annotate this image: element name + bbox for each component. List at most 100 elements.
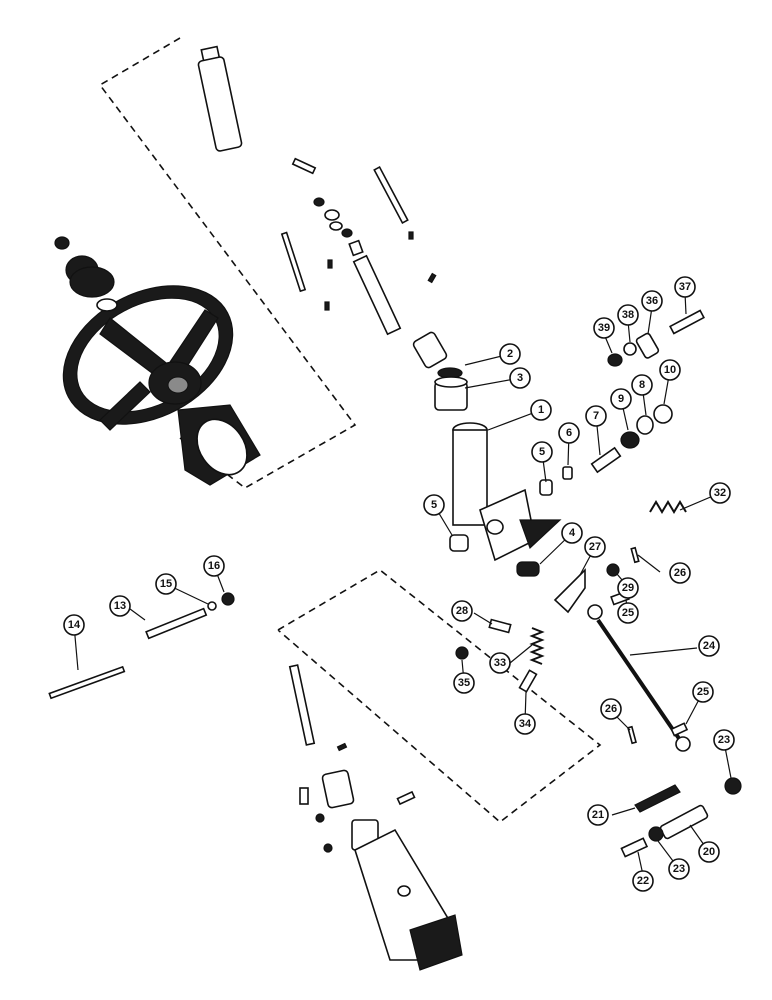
washer-38 bbox=[623, 342, 637, 356]
pin-26-lower bbox=[627, 725, 637, 745]
callout-label: 15 bbox=[160, 578, 172, 590]
callout-label: 9 bbox=[618, 393, 624, 405]
callout-label: 23 bbox=[718, 734, 730, 746]
spring-21 bbox=[634, 784, 681, 813]
bolt-34 bbox=[518, 669, 538, 693]
callout-label: 26 bbox=[605, 703, 617, 715]
callout-label: 33 bbox=[494, 657, 506, 669]
callout-36: 36 bbox=[641, 290, 663, 312]
lower-nut-b bbox=[323, 843, 333, 853]
lever-20 bbox=[659, 804, 709, 840]
steering-column-tube bbox=[452, 422, 562, 562]
callout-16: 16 bbox=[203, 555, 225, 577]
callout-label: 5 bbox=[539, 446, 545, 458]
callout-label: 39 bbox=[598, 322, 610, 334]
callout-20: 20 bbox=[698, 841, 720, 863]
bushing-5a bbox=[539, 479, 553, 496]
callout-9: 9 bbox=[610, 388, 632, 410]
spring-32 bbox=[649, 500, 687, 514]
callout-26b: 26 bbox=[600, 698, 622, 720]
nut-10 bbox=[653, 404, 673, 424]
callout-7: 7 bbox=[585, 405, 607, 427]
callout-label: 6 bbox=[566, 427, 572, 439]
callout-label: 3 bbox=[517, 372, 523, 384]
callout-label: 29 bbox=[622, 582, 634, 594]
lower-universal-joint bbox=[321, 769, 355, 809]
callout-25a: 25 bbox=[617, 602, 639, 624]
callout-14: 14 bbox=[63, 614, 85, 636]
callout-label: 5 bbox=[431, 499, 437, 511]
callout-26a: 26 bbox=[669, 562, 691, 584]
callout-21: 21 bbox=[587, 804, 609, 826]
lower-shaft bbox=[288, 664, 316, 746]
shaft-pins-and-collars bbox=[291, 157, 437, 311]
callout-label: 4 bbox=[569, 527, 576, 539]
linkage-rod-24 bbox=[587, 604, 691, 752]
callout-label: 21 bbox=[592, 809, 604, 821]
bolt-25b bbox=[670, 722, 689, 737]
nut-16 bbox=[221, 592, 235, 606]
callout-23b: 23 bbox=[668, 858, 690, 880]
callout-label: 10 bbox=[664, 364, 676, 376]
callout-label: 20 bbox=[703, 846, 715, 858]
spacer-36 bbox=[635, 332, 660, 359]
callout-4: 4 bbox=[561, 522, 583, 544]
callout-label: 32 bbox=[714, 487, 726, 499]
callout-label: 1 bbox=[538, 404, 544, 416]
upper-dashed-group-outline bbox=[98, 37, 357, 489]
callout-1: 1 bbox=[530, 399, 552, 421]
callout-label: 38 bbox=[622, 309, 634, 321]
callout-27: 27 bbox=[584, 536, 606, 558]
callout-label: 16 bbox=[208, 560, 220, 572]
callout-label: 22 bbox=[637, 875, 649, 887]
callout-5b: 5 bbox=[423, 494, 445, 516]
nut-35 bbox=[455, 646, 469, 660]
callout-8: 8 bbox=[631, 374, 653, 396]
shaft-13 bbox=[145, 607, 208, 640]
callout-label: 37 bbox=[679, 281, 691, 293]
callout-2: 2 bbox=[499, 343, 521, 365]
callout-34: 34 bbox=[514, 713, 536, 735]
callout-15: 15 bbox=[155, 573, 177, 595]
bolt-14 bbox=[48, 665, 126, 700]
callout-label: 35 bbox=[458, 677, 470, 689]
stud-7 bbox=[590, 446, 622, 474]
bracket-27 bbox=[553, 568, 586, 614]
washer-8 bbox=[636, 415, 654, 435]
sleeve-4 bbox=[516, 561, 540, 577]
callout-25b: 25 bbox=[692, 681, 714, 703]
bolt-28 bbox=[488, 618, 512, 634]
spring-33 bbox=[529, 627, 545, 665]
callout-label: 2 bbox=[507, 348, 513, 360]
callout-37: 37 bbox=[674, 276, 696, 298]
steering-boot bbox=[177, 404, 261, 486]
callout-35: 35 bbox=[453, 672, 475, 694]
callout-label: 27 bbox=[589, 541, 601, 553]
callout-22: 22 bbox=[632, 870, 654, 892]
callout-label: 28 bbox=[456, 605, 468, 617]
lower-bolt bbox=[299, 787, 309, 805]
callout-label: 26 bbox=[674, 567, 686, 579]
universal-joint-upper bbox=[412, 331, 448, 369]
callout-38: 38 bbox=[617, 304, 639, 326]
callout-label: 25 bbox=[697, 686, 709, 698]
callout-label: 25 bbox=[622, 607, 634, 619]
nut-29 bbox=[606, 563, 620, 577]
callout-13: 13 bbox=[109, 595, 131, 617]
nut-23b bbox=[648, 826, 664, 842]
nut-39 bbox=[607, 353, 623, 367]
nut-9 bbox=[620, 431, 640, 449]
steering-gear-housing bbox=[351, 819, 463, 971]
steering-wheel bbox=[62, 285, 234, 431]
callout-32: 32 bbox=[709, 482, 731, 504]
callout-label: 36 bbox=[646, 295, 658, 307]
callout-3: 3 bbox=[509, 367, 531, 389]
wheel-nut-and-hub-cap bbox=[54, 236, 118, 312]
lower-pin-b bbox=[396, 790, 416, 806]
bearing bbox=[434, 376, 468, 411]
callout-29: 29 bbox=[617, 577, 639, 599]
spacer-6 bbox=[562, 466, 573, 480]
lower-pin-a bbox=[336, 742, 348, 752]
callout-label: 23 bbox=[673, 863, 685, 875]
